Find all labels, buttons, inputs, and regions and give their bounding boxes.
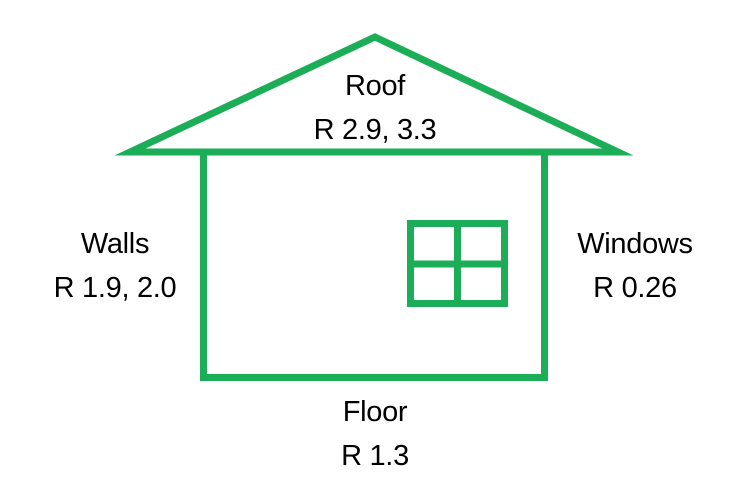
- floor-r-value: R 1.3: [341, 440, 409, 472]
- roof-shape: [114, 33, 634, 156]
- walls-label: Walls R 1.9, 2.0: [20, 222, 210, 310]
- windows-name: Windows: [577, 228, 693, 260]
- roof-r-value: R 2.9, 3.3: [313, 114, 437, 146]
- floor-name: Floor: [342, 396, 408, 428]
- floor-label: Floor R 1.3: [275, 390, 475, 478]
- window-shape: [407, 220, 508, 307]
- walls-name: Walls: [80, 228, 150, 260]
- roof-label: Roof R 2.9, 3.3: [275, 64, 475, 152]
- walls-r-value: R 1.9, 2.0: [53, 272, 177, 304]
- walls-shape: [200, 152, 548, 381]
- windows-label: Windows R 0.26: [545, 222, 725, 310]
- windows-r-value: R 0.26: [593, 272, 677, 304]
- roof-name: Roof: [344, 70, 406, 102]
